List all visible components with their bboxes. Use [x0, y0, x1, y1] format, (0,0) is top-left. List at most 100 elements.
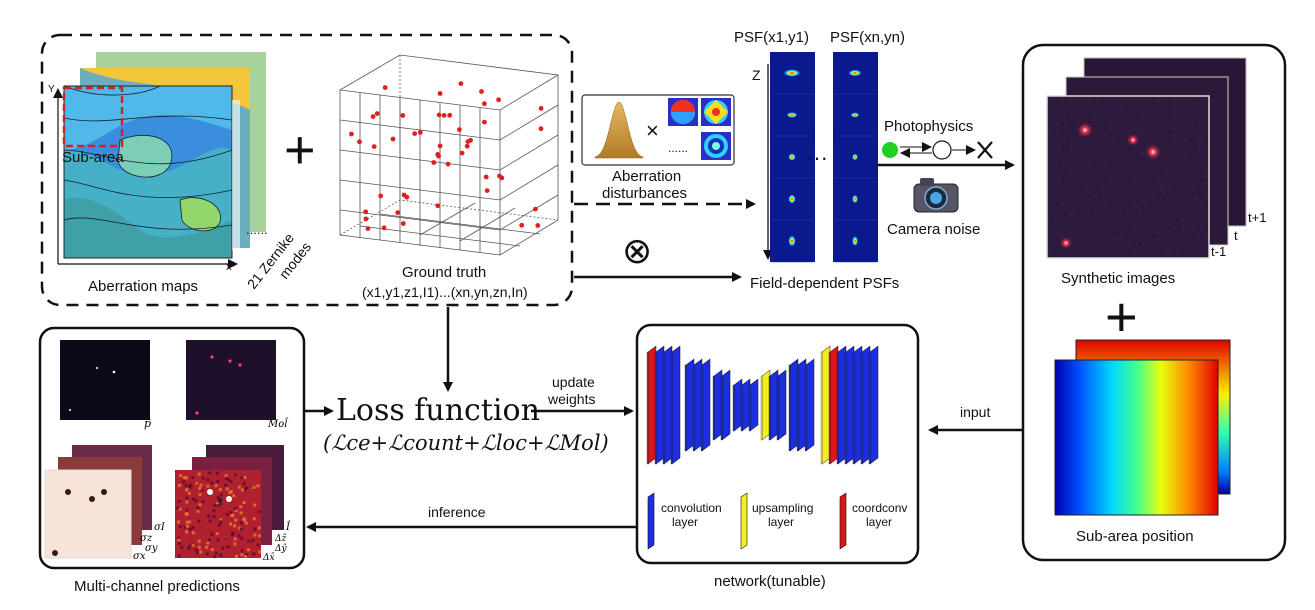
p-hat-map	[60, 340, 150, 420]
gaussian-histogram	[594, 101, 644, 159]
ground-truth-point	[431, 160, 437, 165]
psf-spot	[786, 112, 798, 118]
ground-truth-point	[458, 81, 464, 86]
ground-truth-point	[400, 221, 406, 226]
conv-layer-block	[749, 378, 759, 432]
emitter-spot	[1059, 236, 1073, 250]
coord-layer-block	[647, 345, 657, 465]
ground-truth-point	[497, 173, 502, 179]
photophysics-label: Photophysics	[884, 118, 973, 135]
synthetic-images-label: Synthetic images	[1061, 270, 1175, 287]
sigma-z-label: σz	[140, 533, 153, 544]
frame-label-current: t	[1234, 228, 1238, 243]
ground-truth-point	[479, 89, 484, 94]
emitter-spot	[1144, 143, 1162, 161]
conv-layer-block	[721, 369, 731, 441]
conv-layer-block	[671, 345, 681, 465]
psf-label: Field-dependent PSFs	[750, 275, 899, 292]
dx-hat-label: Δx̂	[262, 552, 275, 563]
ground-truth-point	[365, 226, 371, 232]
simulation-inputs-dashed-box	[40, 33, 574, 307]
psf-spot	[851, 153, 859, 161]
ground-truth-point	[378, 193, 384, 199]
ground-truth-point	[483, 174, 489, 180]
emitter-spot	[1076, 121, 1094, 139]
ground-truth-point	[349, 131, 354, 137]
ground-truth-point	[447, 112, 453, 118]
zernike-phase-tiles	[668, 98, 731, 160]
ground-truth-point	[468, 137, 473, 143]
inference-label: inference	[428, 504, 486, 520]
conv-layer-block	[869, 345, 879, 465]
ground-truth-point	[538, 126, 544, 132]
disturbance-dots: ......	[668, 141, 688, 155]
conv-layer-block	[741, 378, 751, 432]
frame-label-prev: t-1	[1211, 244, 1226, 259]
ground-truth-point	[435, 203, 441, 209]
ground-truth-point	[538, 106, 544, 111]
ground-truth-point	[445, 161, 451, 167]
ground-truth-point	[370, 114, 376, 119]
synthetic-panel	[1021, 43, 1287, 562]
predictions-label: Multi-channel predictions	[74, 578, 240, 595]
ground-truth-point	[484, 188, 490, 194]
conv-layer-block	[845, 345, 855, 465]
camera-icon	[913, 178, 959, 213]
sub-area-label: Sub-area	[62, 149, 124, 166]
x-axis-label: x	[226, 261, 232, 273]
conv-layer-block	[685, 358, 695, 452]
psf-spot	[788, 194, 796, 204]
ground-truth-3d-scatter	[339, 54, 559, 256]
ground-truth-point	[482, 119, 487, 125]
ground-truth-point	[533, 206, 538, 212]
i-hat-label: Î	[285, 521, 291, 533]
dy-hat-label: Δŷ	[274, 543, 287, 554]
ground-truth-coords: (x1,y1,z1,I1)...(xn,yn,zn,In)	[362, 284, 528, 300]
zernike-dots: ......	[246, 222, 268, 237]
ground-truth-point	[496, 97, 501, 103]
loss-formula: (ℒce+ℒcount+ℒloc+ℒMol)	[323, 431, 609, 455]
loss-function-title: Loss function	[336, 393, 540, 428]
ground-truth-point	[417, 130, 423, 135]
mol-hat-map	[186, 340, 276, 420]
synthetic-frame-current	[1046, 95, 1210, 259]
network-label: network(tunable)	[714, 573, 826, 590]
psf-spot	[851, 194, 859, 204]
photophysics-state-diagram	[882, 140, 993, 160]
ground-truth-point	[437, 91, 443, 96]
network-layers	[646, 345, 879, 465]
legend-coord-line1: coordconv	[852, 501, 907, 515]
ground-truth-point	[395, 210, 401, 216]
sigma-i-label: σI	[154, 522, 166, 533]
disturbance-label-line1: Aberration	[612, 168, 681, 185]
dz-hat-label: Δẑ	[274, 533, 286, 544]
conv-layer-block	[777, 369, 787, 441]
psf-spot	[847, 69, 863, 77]
ground-truth-point	[435, 152, 441, 157]
predictions-panel	[38, 326, 306, 570]
disturbance-label-line2: disturbances	[602, 185, 687, 202]
synthetic-noise	[1049, 98, 1209, 257]
ground-truth-point	[519, 222, 525, 228]
input-label: input	[960, 404, 990, 420]
ground-truth-points	[349, 81, 544, 232]
conv-layer-block	[733, 378, 743, 432]
network-legend	[647, 492, 847, 550]
ground-truth-point	[363, 216, 369, 222]
sigma-channel-stack	[44, 445, 152, 559]
legend-up-line1: upsampling	[752, 501, 813, 515]
up-layer-block	[821, 345, 831, 465]
legend-up-line2: layer	[768, 515, 794, 529]
psf-spot	[851, 235, 859, 247]
ground-truth-point	[457, 127, 462, 132]
legend-conv-line2: layer	[672, 515, 698, 529]
psf-header-last: PSF(xn,yn)	[830, 29, 905, 46]
ground-truth-point	[371, 144, 377, 150]
conv-layer-block	[693, 358, 703, 452]
ground-truth-point	[400, 113, 406, 118]
ground-truth-label: Ground truth	[402, 264, 486, 281]
psf-ellipsis: ···	[806, 145, 828, 170]
aberration-maps-stack	[63, 52, 266, 259]
y-axis-label: Y	[48, 84, 55, 95]
